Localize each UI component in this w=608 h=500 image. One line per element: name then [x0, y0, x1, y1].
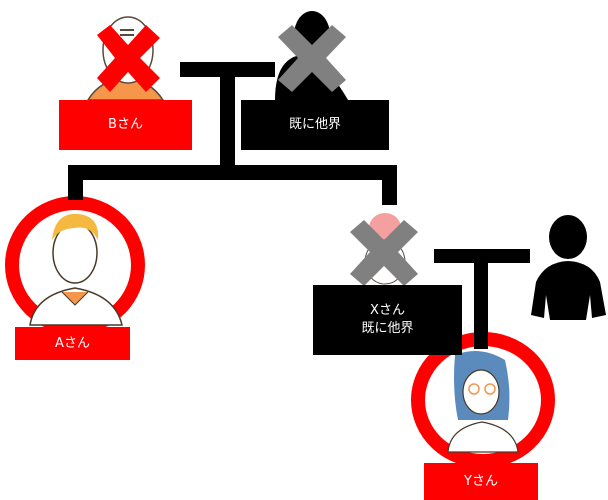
person-b-name: Bさん	[108, 117, 143, 132]
person-x-label: Xさん 既に他界	[313, 285, 462, 355]
person-b-spouse-status: 既に他界	[288, 117, 341, 132]
marriage-line-x	[434, 249, 530, 263]
person-y-name: Yさん	[464, 473, 498, 489]
person-b-spouse-label: 既に他界	[241, 100, 389, 150]
cross-mark-icon	[97, 25, 160, 92]
drop-line-a	[68, 180, 83, 200]
descent-line-x	[474, 263, 488, 349]
drop-line-x	[382, 180, 397, 205]
person-y-illustration	[411, 332, 555, 468]
person-a-illustration	[5, 196, 145, 334]
sibling-line	[68, 165, 397, 180]
person-x-name: Xさん	[370, 303, 405, 318]
person-a-label: Aさん	[15, 327, 130, 360]
marriage-line-b	[180, 62, 275, 77]
person-x-status: 既に他界	[361, 321, 414, 336]
descent-line-b	[220, 77, 235, 169]
person-a-name: Aさん	[55, 335, 90, 351]
person-y-label: Yさん	[424, 463, 538, 500]
cross-mark-icon	[350, 220, 418, 286]
silhouette-spouse	[531, 215, 606, 320]
person-b-label: Bさん	[59, 100, 192, 150]
cross-mark-icon	[278, 25, 346, 92]
